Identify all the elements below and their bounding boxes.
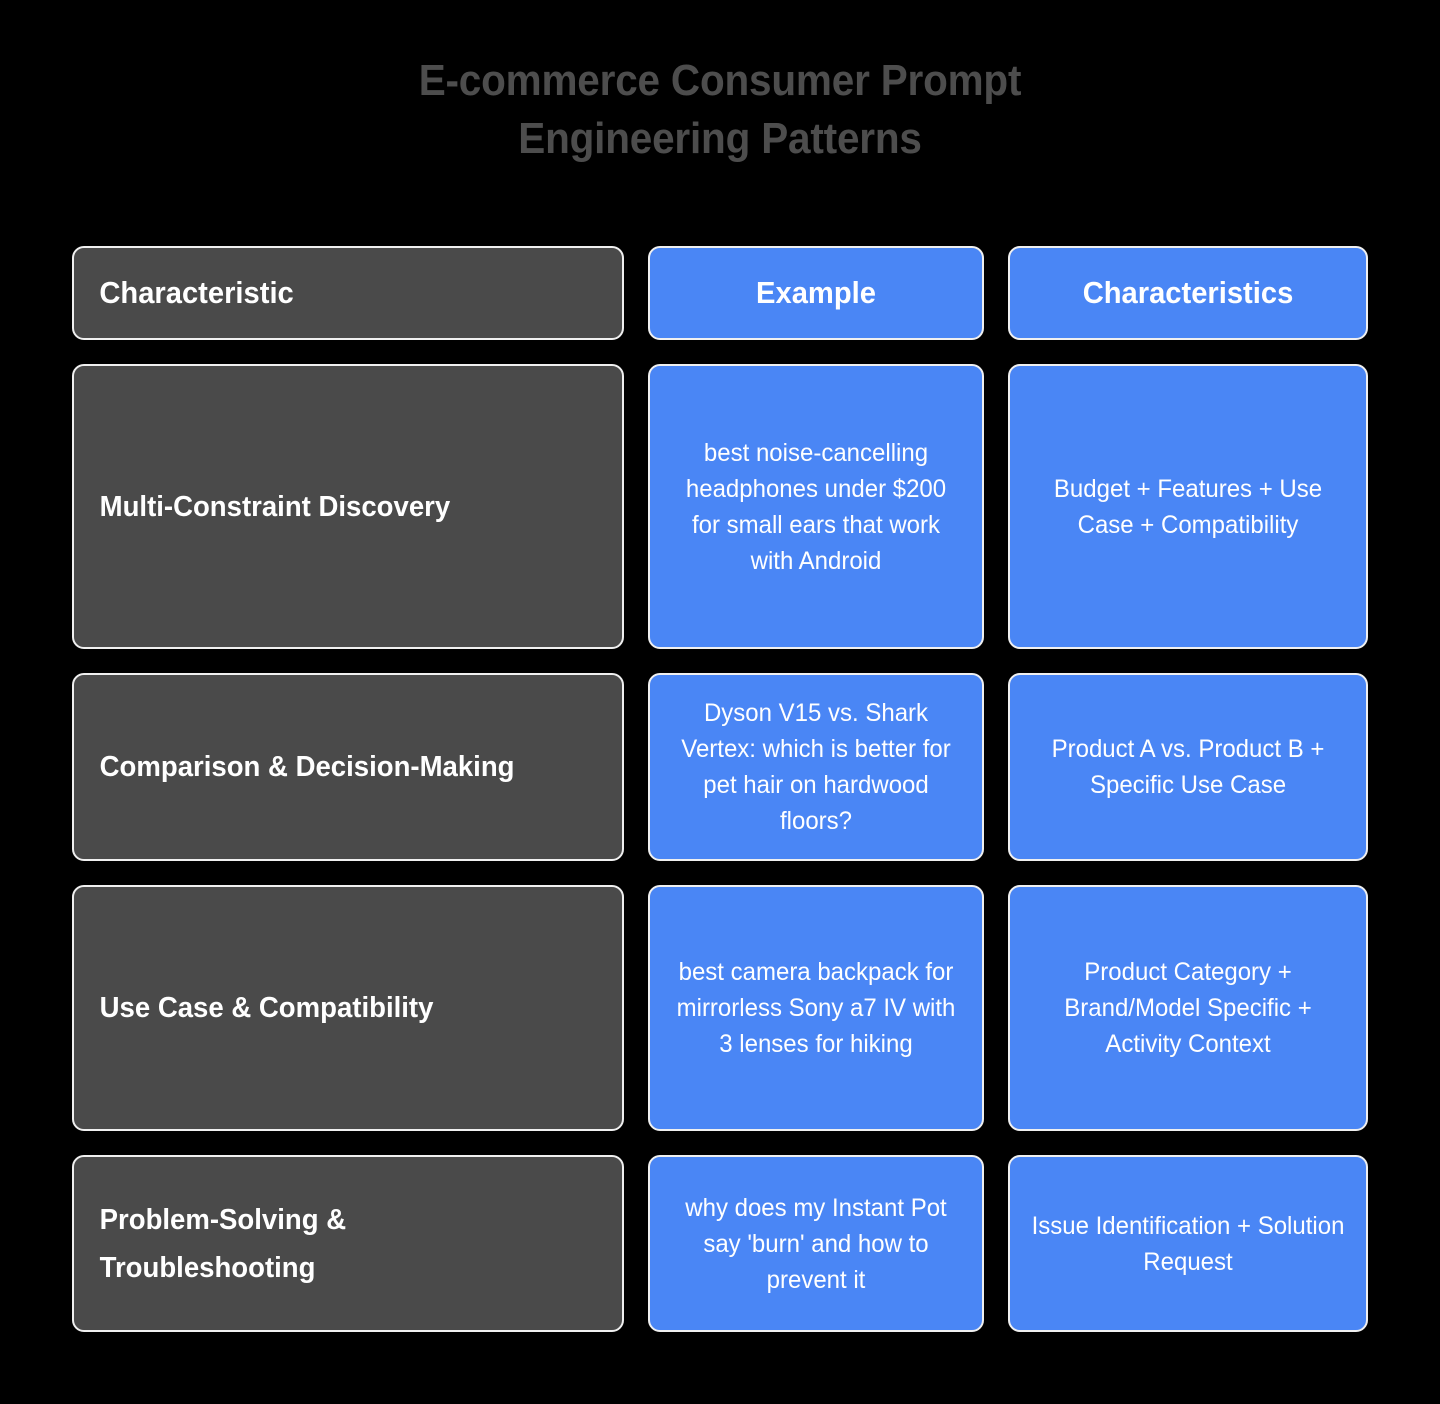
header-label-characteristics: Characteristics [1082,275,1294,310]
row-example-cell: Dyson V15 vs. Shark Vertex: which is bet… [648,673,984,861]
page-title-line-1: E-commerce Consumer Prompt [418,56,1022,105]
row-label-cell: Multi-Constraint Discovery [72,364,624,649]
header-cell-characteristic: Characteristic [72,246,624,340]
table-row: Comparison & Decision-Making Dyson V15 v… [72,673,1368,861]
row-label-text: Use Case & Compatibility [99,992,434,1024]
page-title: E-commerce Consumer Prompt Engineering P… [0,52,1440,168]
header-label-characteristic: Characteristic [99,275,294,310]
row-example-text: best camera backpack for mirrorless Sony… [676,958,956,1058]
row-characteristics-text: Issue Identification + Solution Request [1031,1211,1345,1276]
row-characteristics-cell: Product A vs. Product B + Specific Use C… [1008,673,1368,861]
table-header-row: Characteristic Example Characteristics [72,246,1368,340]
row-label-text: Comparison & Decision-Making [99,751,515,783]
row-example-text: best noise-cancelling headphones under $… [685,438,947,575]
row-characteristics-text: Budget + Features + Use Case + Compatibi… [1053,474,1323,539]
row-characteristics-cell: Budget + Features + Use Case + Compatibi… [1008,364,1368,649]
row-label-text: Problem-Solving & Troubleshooting [99,1203,347,1284]
row-example-text: Dyson V15 vs. Shark Vertex: which is bet… [681,699,951,835]
row-example-text: why does my Instant Pot say 'burn' and h… [685,1193,947,1294]
patterns-table: Characteristic Example Characteristics M… [72,246,1368,1332]
row-characteristics-cell: Issue Identification + Solution Request [1008,1155,1368,1332]
header-cell-example: Example [648,246,984,340]
row-label-cell: Problem-Solving & Troubleshooting [72,1155,624,1332]
row-characteristics-text: Product A vs. Product B + Specific Use C… [1051,735,1325,799]
row-example-cell: best noise-cancelling headphones under $… [648,364,984,649]
row-characteristics-text: Product Category + Brand/Model Specific … [1064,958,1312,1058]
table-row: Use Case & Compatibility best camera bac… [72,885,1368,1131]
row-label-text: Multi-Constraint Discovery [99,490,451,523]
row-characteristics-cell: Product Category + Brand/Model Specific … [1008,885,1368,1131]
table-row: Multi-Constraint Discovery best noise-ca… [72,364,1368,649]
row-label-cell: Comparison & Decision-Making [72,673,624,861]
header-label-example: Example [756,275,876,310]
row-example-cell: best camera backpack for mirrorless Sony… [648,885,984,1131]
row-example-cell: why does my Instant Pot say 'burn' and h… [648,1155,984,1332]
table-row: Problem-Solving & Troubleshooting why do… [72,1155,1368,1332]
header-cell-characteristics: Characteristics [1008,246,1368,340]
row-label-cell: Use Case & Compatibility [72,885,624,1131]
page-title-line-2: Engineering Patterns [518,114,922,163]
